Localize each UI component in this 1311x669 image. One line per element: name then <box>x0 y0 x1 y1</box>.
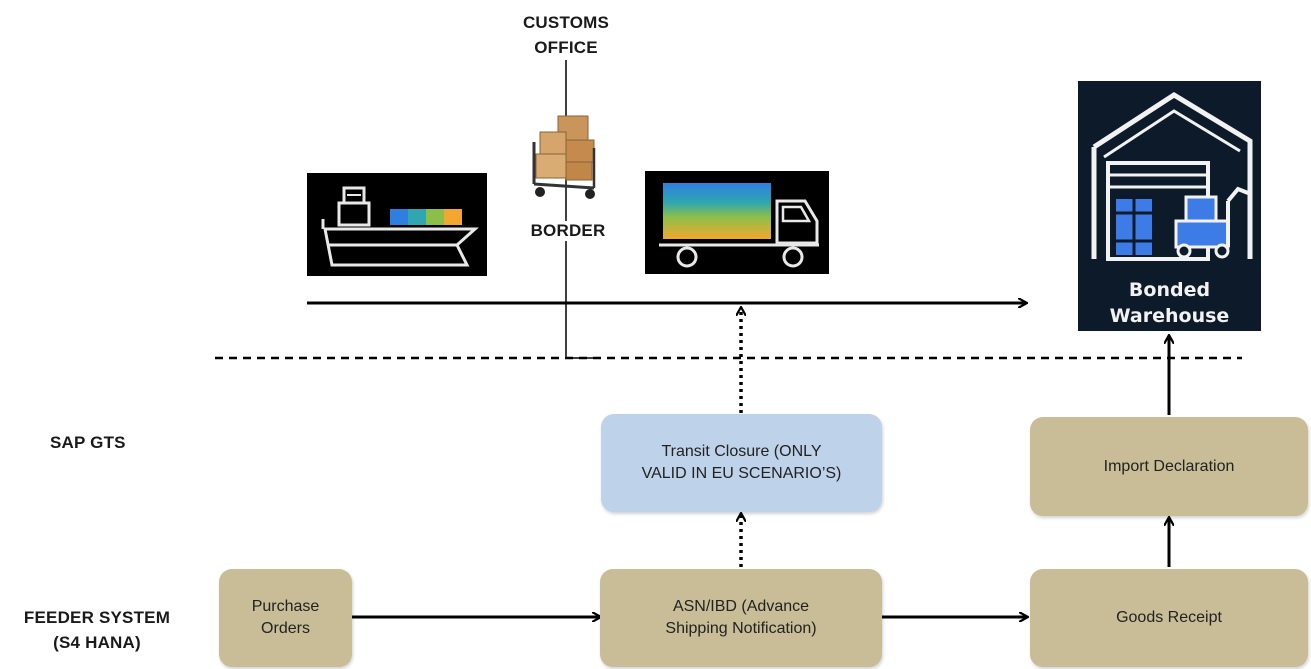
cart-with-boxes-icon <box>528 112 608 200</box>
purchase-orders-label: Purchase Orders <box>251 598 320 637</box>
transit-closure-label: Transit Closure (ONLY VALID IN EU SCENAR… <box>641 443 842 482</box>
asn-ibd-box[interactable]: ASN/IBD (Advance Shipping Notification) <box>600 569 882 667</box>
border-label: BORDER <box>520 221 616 241</box>
feeder-system-label: FEEDER SYSTEM (S4 HANA) <box>23 608 171 652</box>
goods-receipt-box[interactable]: Goods Receipt <box>1030 569 1308 667</box>
bonded-warehouse-icon: Bonded Warehouse <box>1078 81 1261 331</box>
import-declaration-box[interactable]: Import Declaration <box>1030 417 1308 516</box>
sap-gts-label: SAP GTS <box>50 433 126 452</box>
asn-ibd-label: ASN/IBD (Advance Shipping Notification) <box>665 598 817 637</box>
truck-icon <box>645 171 829 274</box>
goods-receipt-label: Goods Receipt <box>1116 609 1222 626</box>
bonded-warehouse-label: Bonded Warehouse <box>1109 279 1230 327</box>
customs-office-label: CUSTOMS OFFICE <box>500 10 632 60</box>
import-declaration-label: Import Declaration <box>1103 457 1235 475</box>
purchase-orders-box[interactable]: Purchase Orders <box>219 569 352 667</box>
transit-closure-box[interactable]: Transit Closure (ONLY VALID IN EU SCENAR… <box>601 414 882 512</box>
ship-icon <box>307 173 487 276</box>
